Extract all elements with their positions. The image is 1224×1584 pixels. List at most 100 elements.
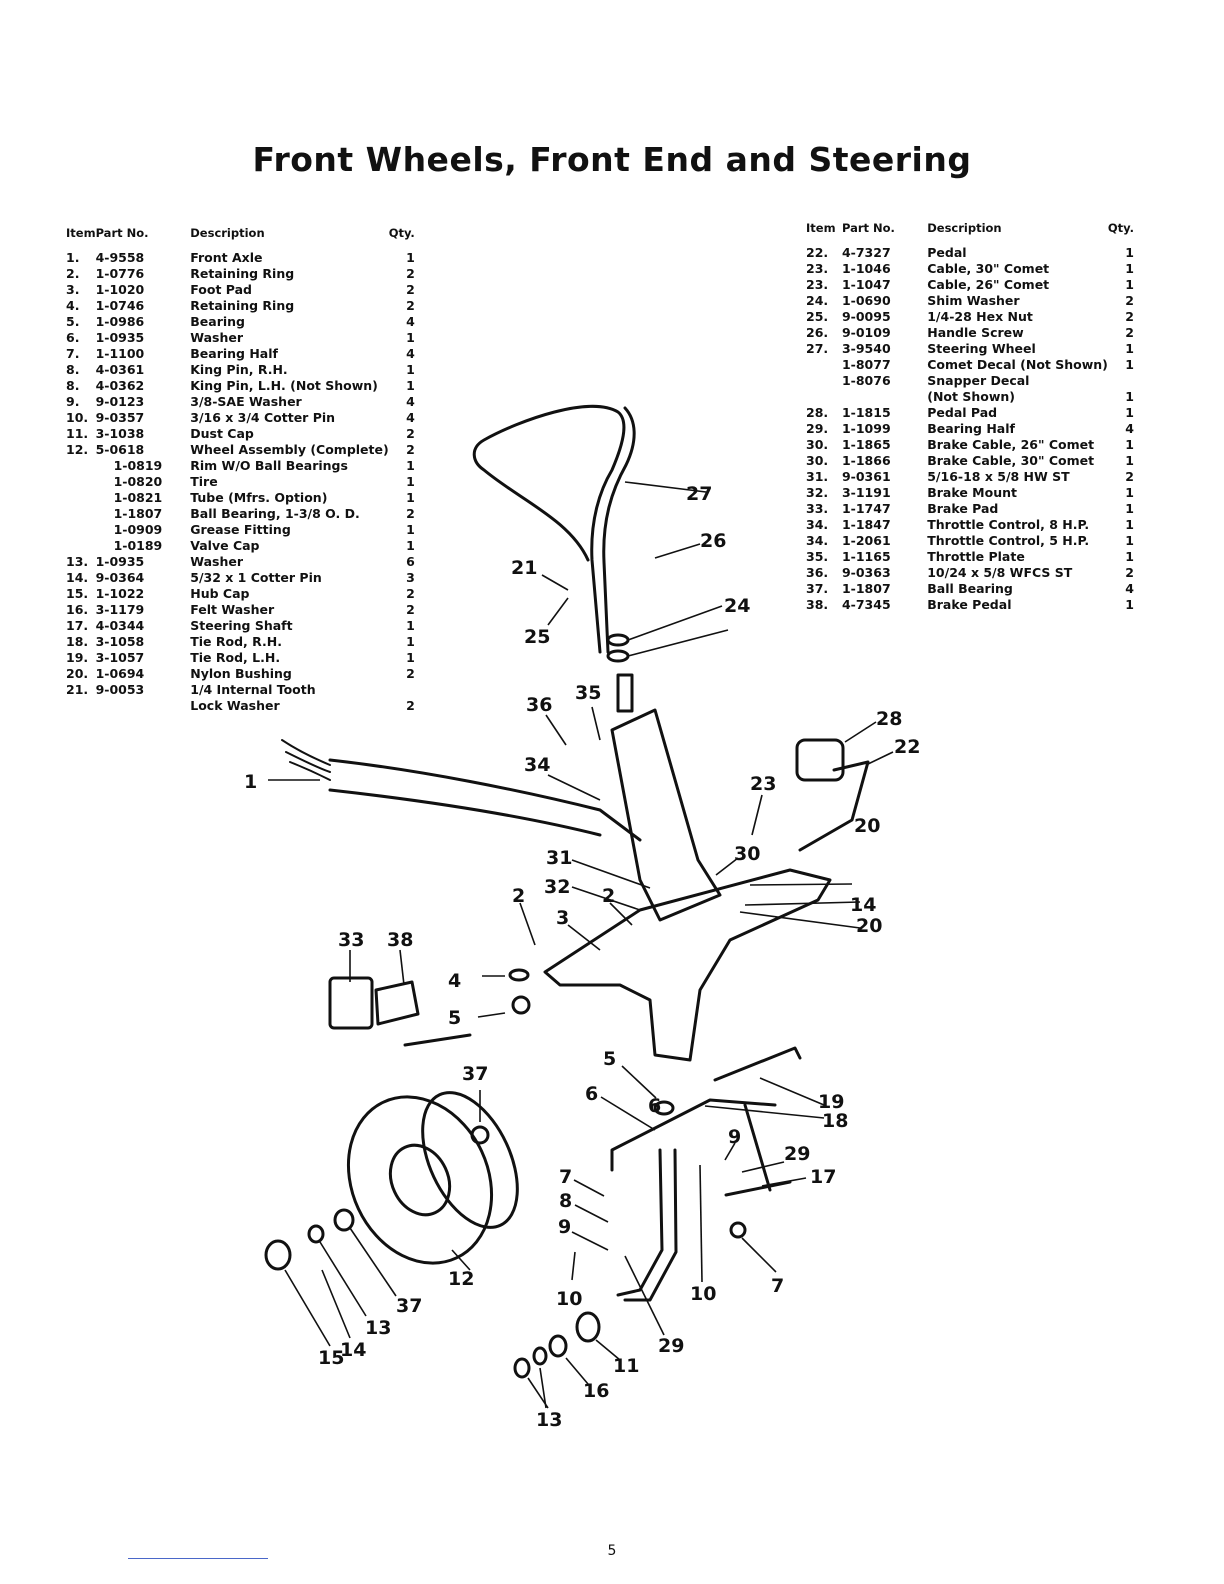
part-description: Throttle Plate [927,549,1025,564]
part-quantity: 1 [1125,517,1134,532]
part-item-number: 19. [66,650,89,665]
part-quantity: 1 [1125,437,1134,452]
callout-label: 21 [511,557,537,579]
part-item-number: 38. [806,597,829,612]
header-item: Item [806,221,836,235]
leader-lines [268,481,894,1409]
callout-label: 13 [536,1409,562,1431]
part-quantity: 1 [406,618,415,633]
part-description: Brake Cable, 26" Comet [927,437,1095,452]
callout-label: 7 [771,1275,784,1297]
part-description: 1/4-28 Hex Nut [927,309,1033,324]
steering-wheel-drawing [472,404,626,654]
callout-label: 35 [575,682,601,704]
washer-drawing [532,1346,548,1366]
part-description: Tire [190,474,218,489]
washer-drawing [333,1208,355,1232]
brake-pedal-drawing [374,980,472,1047]
part-item-number: 5. [66,314,80,329]
part-number: 1-0189 [113,538,163,553]
part-quantity: 2 [406,666,415,681]
part-number: 4-0344 [95,618,145,633]
part-number: 1-1165 [841,549,891,564]
part-quantity: 1 [406,458,415,473]
callout-label: 31 [546,847,572,869]
part-number: 1-8076 [841,373,891,388]
part-description: Cable, 26" Comet [927,277,1050,292]
part-number: 1-1100 [95,346,145,361]
brake-pad-drawing [328,976,374,1030]
part-description: 3/8-SAE Washer [190,394,302,409]
shim-washer-drawing [606,633,630,647]
part-item-number: 1. [66,250,80,265]
part-number: 3-9540 [841,341,891,356]
callout-label: 16 [583,1380,609,1402]
part-item-number: 10. [66,410,89,425]
part-description: 10/24 x 5/8 WFCS ST [927,565,1073,580]
part-quantity: 4 [406,314,415,329]
part-number: 1-1046 [841,261,891,276]
part-quantity: 4 [406,410,415,425]
part-description: Cable, 30" Comet [927,261,1050,276]
callout-label: 34 [524,754,550,776]
part-quantity: 1 [1125,485,1134,500]
callout-label: 4 [448,970,461,992]
callout-label: 13 [365,1317,391,1339]
part-description: Felt Washer [190,602,275,617]
part-number: 1-0820 [113,474,163,489]
part-description: Retaining Ring [190,298,295,313]
part-item-number: 30. [806,453,829,468]
part-item-number: 27. [806,341,829,356]
part-item-number: 31. [806,469,829,484]
part-quantity: 1 [406,490,415,505]
part-description: Nylon Bushing [190,666,292,681]
callout-label: 20 [854,815,880,837]
part-description: Bearing [190,314,245,329]
bearing-half-drawing [729,1221,747,1239]
part-number: 1-0819 [113,458,163,473]
pedal-drawing [798,760,870,852]
part-quantity: 1 [1125,597,1134,612]
callout-label: 6 [585,1083,598,1105]
part-number: 9-0095 [841,309,891,324]
part-number: 9-0364 [95,570,145,585]
felt-washer-drawing [548,1334,568,1358]
part-quantity: 2 [406,282,415,297]
parts-table-right: Item Part No. Description Qty. 22.4-7327… [806,221,1134,613]
part-quantity: 2 [406,426,415,441]
part-number: 1-1807 [113,506,163,521]
callout-label: 12 [448,1268,474,1290]
part-number: 1-0776 [95,266,145,281]
part-quantity: 1 [406,634,415,649]
part-number: 3-1057 [95,650,145,665]
part-number: 1-0909 [113,522,163,537]
callout-label: 24 [724,595,750,617]
part-number: 3-1058 [95,634,145,649]
header-part-no: Part No. [95,226,149,240]
callout-label: 17 [810,1166,836,1188]
callout-label: 5 [448,1007,461,1029]
part-quantity: 1 [1125,341,1134,356]
nylon-bushing-drawing [606,649,630,663]
part-number: 1-1047 [841,277,891,292]
part-quantity: 1 [406,362,415,377]
part-description: Tie Rod, L.H. [190,650,281,665]
callout-label: 10 [690,1283,716,1305]
